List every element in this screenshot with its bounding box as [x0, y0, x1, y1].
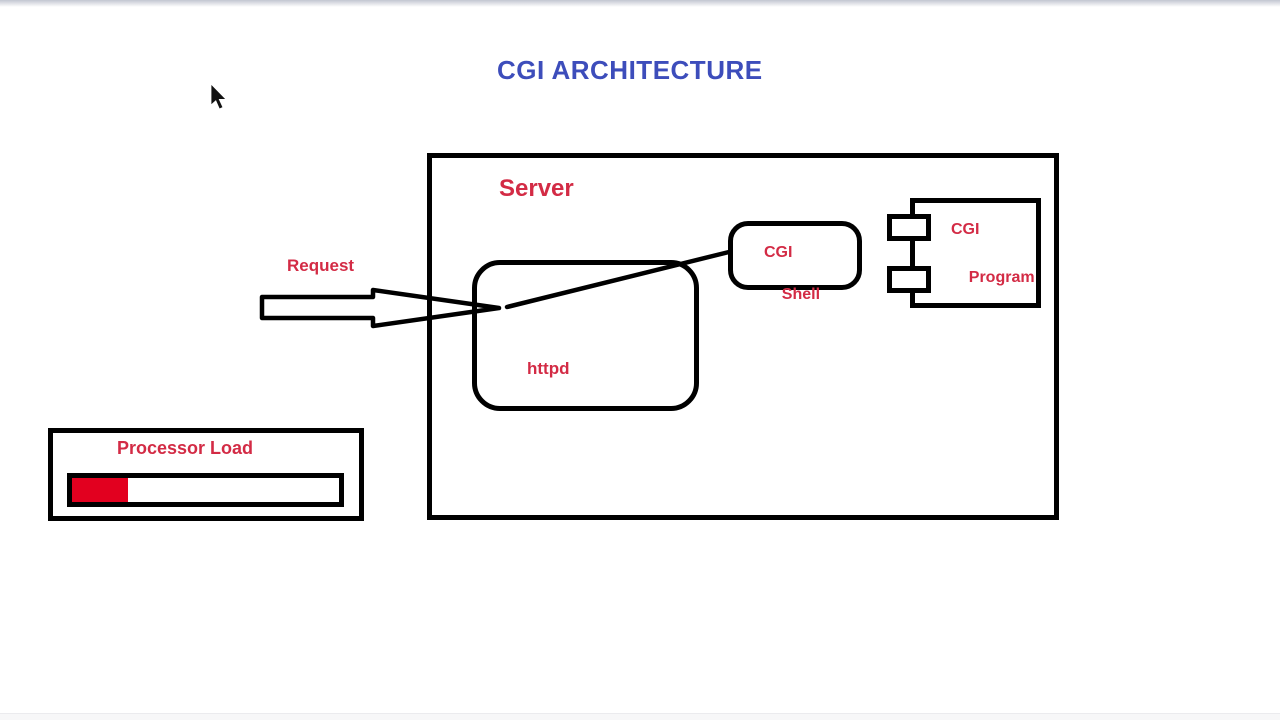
cgi-program-tab-bottom — [887, 266, 931, 293]
server-box — [427, 153, 1059, 520]
cgi-program-label-line1: CGI — [951, 221, 980, 238]
cgi-program-tab-top — [887, 214, 931, 241]
top-edge-gradient — [0, 0, 1280, 7]
cgi-shell-label-line1: CGI — [764, 244, 793, 261]
page-title: CGI ARCHITECTURE — [497, 55, 763, 85]
httpd-label: httpd — [527, 359, 570, 378]
processor-load-bar — [67, 473, 344, 507]
cgi-program-label: CGI Program — [951, 218, 1035, 290]
processor-load-box: Processor Load — [48, 428, 364, 521]
processor-load-label: Processor Load — [117, 438, 254, 458]
mouse-cursor-icon — [210, 84, 227, 110]
cgi-program-label-line2: Program — [968, 269, 1035, 286]
server-label: Server — [499, 175, 574, 202]
cgi-shell-label-line2: Shell — [781, 286, 821, 303]
bottom-edge-strip — [0, 713, 1280, 720]
request-label: Request — [287, 256, 355, 275]
processor-load-fill — [72, 478, 129, 502]
cgi-program-box — [910, 198, 1041, 308]
cgi-shell-label: CGI Shell — [764, 242, 820, 305]
